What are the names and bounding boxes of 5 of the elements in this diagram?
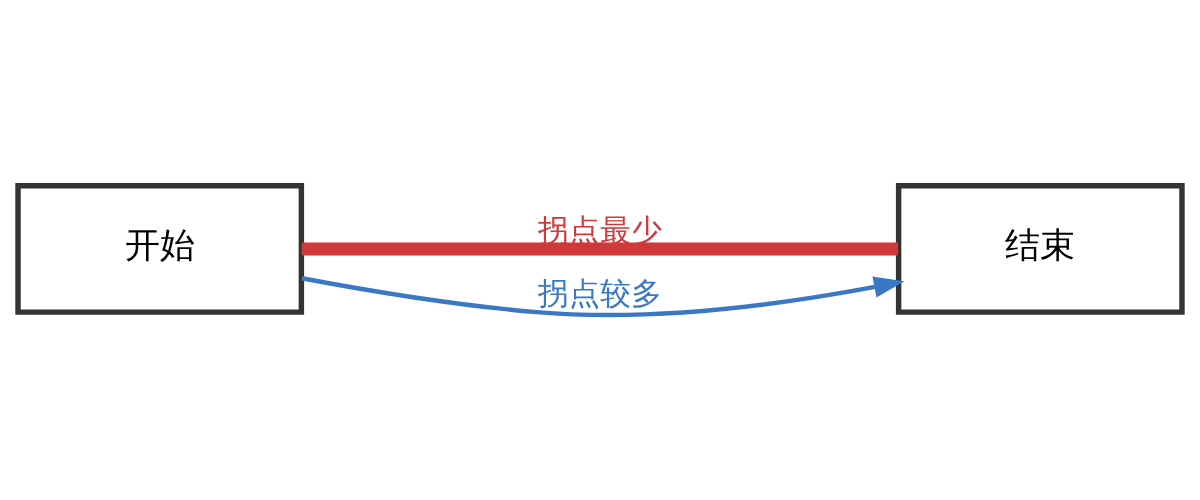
- arrow: [301, 275, 905, 317]
- edge-label: 拐点较多: [538, 275, 662, 311]
- connector: [301, 241, 899, 255]
- node-box: 开始: [15, 182, 305, 315]
- node-box: 结束: [895, 182, 1185, 315]
